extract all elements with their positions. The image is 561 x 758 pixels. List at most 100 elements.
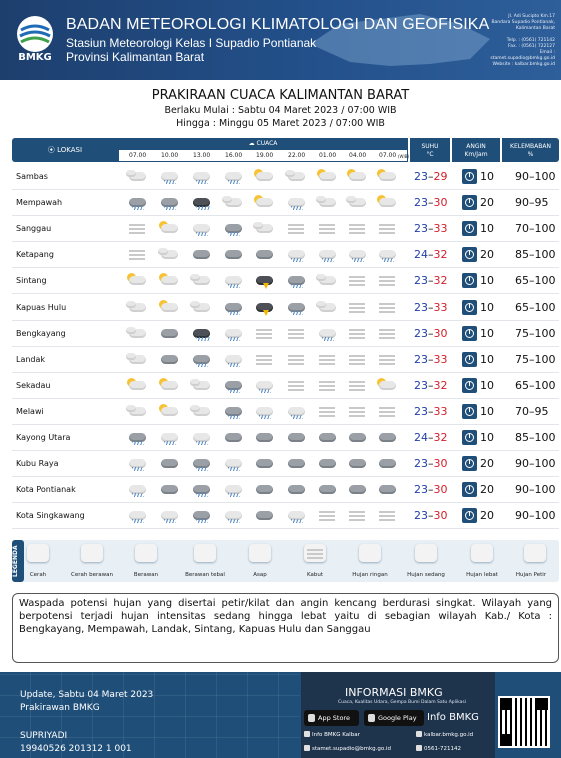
wind-speed: 10	[480, 170, 494, 183]
temperature-range: 23–33	[414, 404, 448, 418]
province-name: Provinsi Kalimantan Barat	[66, 50, 205, 64]
google-play-button[interactable]: Google Play	[364, 710, 424, 726]
hujan-ringan-icon	[316, 325, 338, 341]
legend-icon-box	[304, 544, 326, 562]
app-store-button[interactable]: App Store	[304, 710, 359, 726]
legend-label: Berawan	[133, 572, 159, 578]
kabut-icon	[346, 272, 368, 288]
legend-label: Hujan Petir	[515, 572, 547, 578]
kabut-icon	[376, 272, 398, 288]
berawan-tebal-icon	[346, 429, 368, 445]
cerah-berawan-icon	[126, 272, 148, 288]
wind-speed: 10	[480, 326, 494, 340]
kabut-icon	[285, 220, 307, 236]
phone-number: 0561-721142	[416, 745, 461, 752]
berawan-tebal-icon	[316, 429, 338, 445]
hujan-ringan-icon	[158, 507, 180, 524]
temperature-range: 23–33	[414, 300, 448, 314]
hujan-ringan-icon	[253, 377, 275, 393]
temperature-range: 24–32	[414, 431, 448, 444]
legend-label: Cerah	[29, 572, 47, 578]
hujan-ringan-icon	[346, 246, 368, 263]
hujan-ringan-icon	[222, 351, 244, 367]
info-subtitle: Cuaca, Kualitas Udara, Gempa Bumi Dalam …	[337, 700, 467, 705]
legend-label: Cerah berawan	[71, 572, 113, 578]
wind-speed: 20	[480, 248, 494, 262]
berawan-tebal-icon	[222, 246, 244, 262]
legend-label: Hujan ringan	[352, 572, 388, 578]
wind-direction-icon	[462, 169, 477, 184]
hujan-sedang-icon	[158, 194, 180, 211]
legend-icon-box	[524, 544, 546, 562]
wind-direction-icon	[462, 482, 477, 498]
hujan-lebat-icon	[190, 194, 212, 211]
location-name: Sambas	[16, 172, 48, 181]
hujan-ringan-icon	[190, 168, 212, 184]
wind-direction-icon	[462, 325, 477, 341]
time-label: 10.00	[161, 152, 179, 159]
berawan-tebal-icon	[158, 325, 180, 341]
cerah-berawan-icon	[253, 194, 275, 210]
hujan-ringan-icon	[316, 246, 338, 263]
location-name: Kapuas Hulu	[16, 302, 67, 312]
cerah-berawan-icon	[158, 220, 180, 236]
kabut-icon	[376, 351, 398, 367]
location-name: Landak	[16, 354, 46, 364]
location-name: Melawi	[16, 406, 44, 416]
humidity: 65–100	[515, 274, 556, 288]
temperature-range: 23–30	[414, 457, 448, 471]
kabut-icon	[126, 246, 148, 262]
hujan-sedang-icon	[190, 455, 212, 472]
berawan-icon	[190, 377, 212, 393]
hujan-ringan-icon	[222, 325, 244, 341]
email-link[interactable]: stamet.supadio@bmkg.go.id	[304, 745, 391, 752]
time-label: 22.00	[288, 152, 306, 159]
cerah-berawan-icon	[346, 168, 368, 184]
berawan-icon	[190, 403, 212, 419]
kabut-icon	[316, 507, 338, 523]
location-name: Kayong Utara	[16, 433, 71, 442]
humidity: 90–100	[515, 457, 556, 471]
berawan-tebal-icon	[253, 246, 275, 262]
wind-direction-icon	[462, 273, 477, 289]
cloud-icon: ☁	[248, 140, 257, 147]
legend-icon-box	[359, 544, 381, 562]
temperature-range: 23–30	[414, 326, 448, 340]
humidity: 85–100	[515, 248, 556, 262]
time-label: 16.00	[225, 152, 243, 159]
berawan-tebal-icon	[253, 429, 275, 445]
berawan-icon	[285, 168, 307, 184]
hujan-lebat-icon	[190, 325, 212, 341]
address-line: Email : stamet.supadio@bmkg.go.id	[490, 50, 555, 61]
hujan-sedang-icon	[190, 507, 212, 524]
hujan-ringan-icon	[285, 246, 307, 263]
cerah-berawan-icon	[158, 299, 180, 315]
kabut-icon	[376, 220, 398, 236]
wind-speed: 20	[480, 457, 494, 471]
facebook-link[interactable]: Info BMKG Kalbar	[304, 731, 360, 738]
berawan-tebal-icon	[222, 429, 244, 445]
qr-code[interactable]	[498, 696, 550, 748]
humidity: 90–100	[515, 170, 556, 183]
location-name: Kota Pontianak	[16, 485, 76, 495]
website-link[interactable]: kalbar.bmkg.go.id	[416, 731, 473, 738]
berawan-tebal-icon	[158, 455, 180, 471]
bmkg-logo: BMKG	[13, 16, 57, 64]
update-date: Update, Sabtu 04 Maret 2023	[20, 690, 154, 700]
berawan-icon	[126, 351, 148, 367]
hujan-sedang-icon	[222, 299, 244, 315]
humidity: 70–100	[515, 222, 556, 236]
temperature-range: 23–32	[414, 378, 448, 392]
wind-direction-icon	[462, 221, 477, 237]
location-name: Sintang	[16, 276, 47, 286]
kabut-icon	[346, 507, 368, 523]
